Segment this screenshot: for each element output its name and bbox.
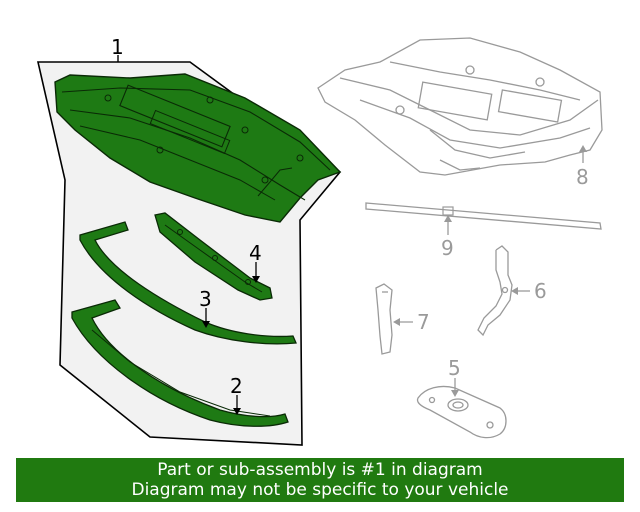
banner-line-2: Diagram may not be specific to your vehi… [131,480,509,500]
part-5-mount-plate[interactable] [416,385,507,439]
callout-5: 5 [448,356,461,380]
callout-1: 1 [111,35,124,59]
leader-6 [511,287,530,295]
part-8-engine-structure[interactable] [317,37,603,176]
leader-5 [451,378,459,397]
part-7-vertical-bracket[interactable] [375,283,393,355]
callout-3: 3 [199,287,212,311]
part-2-lower-deflector[interactable] [71,299,289,427]
part-9-rod[interactable] [365,202,602,230]
part-3-air-deflector[interactable] [79,221,297,345]
callout-9: 9 [441,236,454,260]
banner-line-1: Part or sub-assembly is #1 in diagram [157,460,483,480]
leader-2 [233,395,241,415]
part-6-bracket[interactable] [477,245,513,337]
callout-2: 2 [230,374,243,398]
callout-6: 6 [534,279,547,303]
leader-4 [252,262,260,283]
leader-8 [579,145,587,163]
callout-7: 7 [417,310,430,334]
leader-3 [202,308,210,328]
parts-diagram: 1 2 3 4 5 6 7 8 9 [36,35,603,446]
leader-7 [393,318,413,326]
callout-8: 8 [576,165,589,189]
part-4-center-bracket[interactable] [154,212,273,301]
info-banner: Part or sub-assembly is #1 in diagram Di… [16,458,624,502]
part-1-splash-shield[interactable] [54,73,342,223]
callout-4: 4 [249,241,262,265]
leader-9 [444,215,452,235]
